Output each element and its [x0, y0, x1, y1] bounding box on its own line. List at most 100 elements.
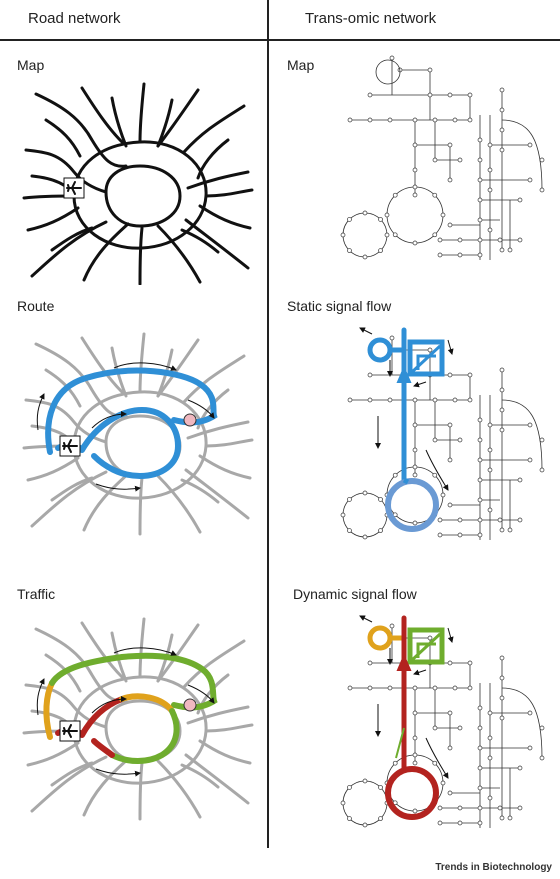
- network-node-22: [477, 157, 483, 163]
- ring-large-node-7: [432, 192, 438, 198]
- road-11: [30, 755, 108, 813]
- ring-large-node-0: [440, 212, 446, 218]
- road-8: [204, 723, 254, 733]
- flow-arrow-left: [36, 393, 45, 431]
- network-node-42: [477, 517, 483, 523]
- network-node-34: [499, 815, 505, 821]
- road-4: [182, 639, 246, 689]
- ring-small-node-1: [378, 528, 383, 533]
- network-node-35: [527, 422, 533, 428]
- highlight-module-inner: [410, 344, 442, 374]
- network-node-15: [447, 142, 453, 148]
- traffic-segment-2: [79, 696, 125, 738]
- network-node-21: [477, 705, 483, 711]
- highlight-ring: [385, 766, 439, 820]
- network-node-39: [539, 755, 545, 761]
- network-node-41: [497, 805, 503, 811]
- signal-arrow-right: [425, 737, 449, 779]
- network-node-23: [477, 177, 483, 183]
- network-node-11: [432, 397, 438, 403]
- ring-small-node-6: [362, 490, 368, 496]
- traffic-segment-1: [49, 652, 218, 711]
- network-node-45: [437, 820, 443, 826]
- road-map-panel: [22, 82, 254, 285]
- network-node-16: [432, 725, 438, 731]
- ring-small-node-1: [378, 248, 383, 253]
- network-node-8: [367, 685, 373, 691]
- network-node-25: [477, 217, 483, 223]
- network-node-45: [437, 532, 443, 538]
- road-22: [110, 631, 128, 683]
- road-20: [180, 763, 220, 789]
- network-node-40: [517, 517, 523, 523]
- network-node-30: [499, 367, 505, 373]
- road-17: [104, 164, 182, 228]
- road-12: [82, 472, 130, 532]
- network-node-9: [387, 685, 393, 691]
- network-node-38: [539, 157, 545, 163]
- pathway-edge-15: [501, 119, 543, 191]
- ring-small-node-3: [347, 528, 352, 533]
- network-node-40: [517, 805, 523, 811]
- ring-large-node-7: [432, 472, 438, 478]
- label-traffic: Traffic: [17, 586, 56, 602]
- road-20: [180, 228, 220, 254]
- ring-large-node-3: [392, 232, 398, 238]
- label-map-left: Map: [17, 57, 45, 73]
- highlight-module-box: [407, 627, 445, 665]
- road-11: [30, 220, 108, 278]
- ring-large-node-0: [440, 492, 446, 498]
- road-21: [156, 633, 174, 683]
- flow-arrow-mid: [91, 696, 127, 714]
- header-trans-omic-network: Trans-omic network: [305, 10, 437, 27]
- network-node-28: [487, 467, 493, 473]
- road-15: [184, 468, 250, 520]
- network-node-7: [347, 685, 353, 691]
- network-node-32: [499, 407, 505, 413]
- network-node-42: [477, 237, 483, 243]
- network-node-11: [432, 685, 438, 691]
- network-node-20: [412, 472, 418, 478]
- network-node-13: [467, 117, 473, 123]
- ring-small-node-7: [378, 217, 383, 222]
- ring-large-node-2: [412, 240, 418, 246]
- highlight-side-branch: [395, 727, 405, 759]
- network-node-21: [477, 417, 483, 423]
- network-node-14: [412, 422, 418, 428]
- network-node-46: [457, 532, 463, 538]
- road-8: [204, 438, 254, 448]
- highlight-triangle: [396, 365, 412, 383]
- road-22: [110, 346, 128, 398]
- network-node-22: [477, 437, 483, 443]
- network-node-23: [477, 457, 483, 463]
- road-19: [50, 761, 94, 787]
- ring-large-node-2: [412, 520, 418, 526]
- network-node-6: [467, 372, 473, 378]
- traffic-segment-0: [43, 680, 55, 740]
- label-static-signal-flow: Static signal flow: [287, 298, 392, 314]
- road-19: [50, 476, 94, 502]
- network-node-9: [387, 117, 393, 123]
- road-2: [138, 82, 146, 144]
- network-node-17: [457, 157, 463, 163]
- journal-credit: Trends in Biotechnology: [435, 862, 552, 873]
- ring-large-node-2: [412, 808, 418, 814]
- top-loop: [375, 59, 401, 85]
- network-node-31: [499, 107, 505, 113]
- network-node-24: [477, 765, 483, 771]
- highlight-module-inner: [410, 632, 442, 662]
- network-node-34: [499, 247, 505, 253]
- road-9: [26, 456, 80, 482]
- network-node-48: [447, 502, 453, 508]
- network-node-18: [412, 735, 418, 741]
- road-24: [196, 673, 230, 715]
- network-node-49: [507, 247, 513, 253]
- network-node-28: [487, 187, 493, 193]
- network-node-37: [517, 197, 523, 203]
- network-node-25: [477, 785, 483, 791]
- ring-small-node-3: [347, 816, 352, 821]
- highlight-ring-link: [402, 477, 410, 485]
- network-node-9: [387, 397, 393, 403]
- network-node-14: [412, 142, 418, 148]
- ring-small-node-3: [347, 248, 352, 253]
